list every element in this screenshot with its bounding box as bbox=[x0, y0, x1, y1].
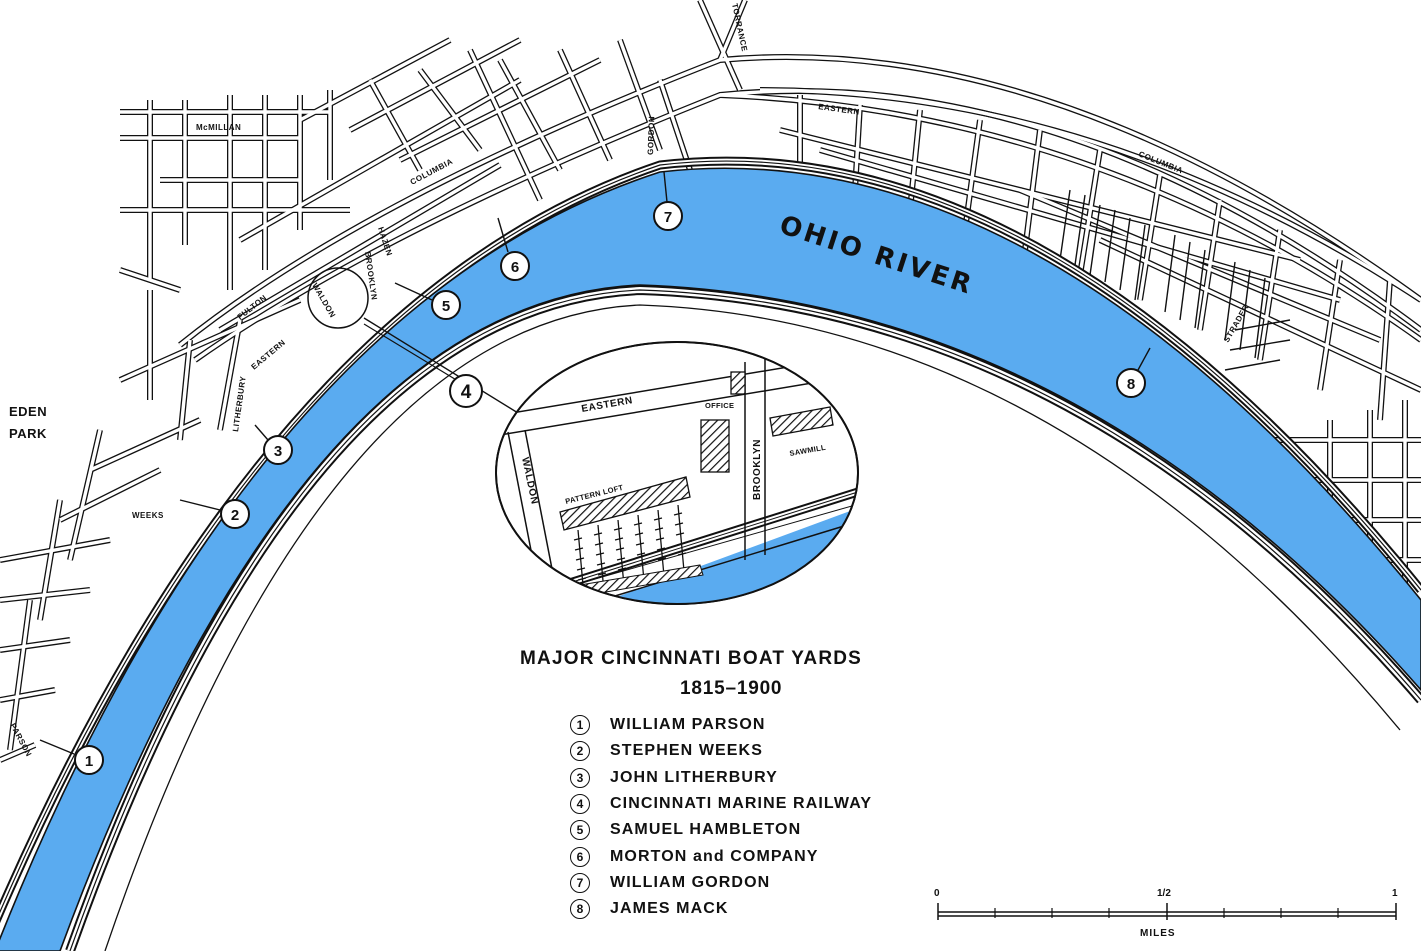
marker-3[interactable]: 3 bbox=[254, 424, 293, 465]
inset-building bbox=[700, 419, 730, 473]
marker-7[interactable]: 7 bbox=[653, 171, 683, 231]
street-label-gordon: GORDON bbox=[646, 116, 656, 155]
legend-name: SAMUEL HAMBLETON bbox=[610, 821, 802, 839]
street-label-brooklyn: BROOKLYN bbox=[363, 251, 379, 301]
inset-connector-line bbox=[363, 317, 519, 414]
legend-item: 7 WILLIAM GORDON bbox=[570, 870, 872, 896]
scale-label-one: 1 bbox=[1392, 888, 1398, 899]
legend-number: 3 bbox=[570, 767, 590, 788]
street-label-strader: STRADER bbox=[1222, 303, 1251, 344]
inset-map: EASTERN WALDON BROOKLYN OFFICE SAWMILL P… bbox=[495, 341, 859, 605]
legend-name: CINCINNATI MARINE RAILWAY bbox=[610, 795, 873, 813]
marker-1[interactable]: 1 bbox=[39, 739, 104, 775]
legend-item: 6 MORTON and COMPANY bbox=[570, 843, 872, 869]
marker-4[interactable]: 4 bbox=[449, 374, 483, 408]
legend-number: 6 bbox=[570, 846, 590, 867]
svg-text:8: 8 bbox=[1127, 376, 1135, 393]
legend-item: 3 JOHN LITHERBURY bbox=[570, 765, 872, 791]
inset-source-circle bbox=[307, 267, 369, 329]
inset-sawmill-building bbox=[769, 406, 834, 437]
marker-5[interactable]: 5 bbox=[394, 282, 461, 320]
svg-text:1: 1 bbox=[85, 753, 93, 770]
legend-number: 8 bbox=[570, 899, 590, 920]
svg-text:3: 3 bbox=[274, 443, 282, 460]
street-label-litherbury: LITHERBURY bbox=[231, 375, 248, 432]
inset-pattern-loft-building bbox=[559, 476, 691, 531]
legend-item: 1 WILLIAM PARSON bbox=[570, 712, 872, 738]
inset-office-building bbox=[730, 371, 746, 395]
legend-name: JOHN LITHERBURY bbox=[610, 768, 778, 786]
svg-text:4: 4 bbox=[461, 382, 472, 403]
marker-2[interactable]: 2 bbox=[179, 499, 250, 529]
ohio-river bbox=[0, 156, 1421, 951]
yard-markers: 1 2 3 4 5 6 7 bbox=[39, 171, 1151, 775]
marker-6[interactable]: 6 bbox=[497, 217, 530, 281]
svg-text:5: 5 bbox=[442, 298, 450, 315]
map-years: 1815–1900 bbox=[680, 678, 783, 699]
inset-label-brooklyn: BROOKLYN bbox=[752, 439, 763, 500]
legend-name: STEPHEN WEEKS bbox=[610, 742, 763, 760]
legend-name: WILLIAM GORDON bbox=[610, 873, 771, 891]
place-label-line1: EDEN bbox=[9, 404, 47, 419]
street-label-weeks: WEEKS bbox=[132, 511, 164, 520]
legend-item: 8 JAMES MACK bbox=[570, 896, 872, 922]
legend: 1 WILLIAM PARSON 2 STEPHEN WEEKS 3 JOHN LIT… bbox=[570, 712, 872, 922]
marker-8[interactable]: 8 bbox=[1116, 347, 1151, 398]
legend-item: 2 STEPHEN WEEKS bbox=[570, 738, 872, 764]
inset-label-office: OFFICE bbox=[705, 401, 734, 410]
scale-units: MILES bbox=[1140, 928, 1176, 939]
street-label-eastern-west: EASTERN bbox=[250, 338, 288, 372]
legend-number: 2 bbox=[570, 741, 590, 762]
legend-name: JAMES MACK bbox=[610, 900, 729, 918]
legend-number: 4 bbox=[570, 794, 590, 815]
place-label-line2: PARK bbox=[9, 426, 47, 441]
scale-label-zero: 0 bbox=[934, 888, 940, 899]
svg-text:2: 2 bbox=[231, 507, 239, 524]
legend-name: WILLIAM PARSON bbox=[610, 716, 766, 734]
street-label-mcmillan: McMILLAN bbox=[196, 123, 241, 132]
svg-text:7: 7 bbox=[664, 209, 672, 226]
street-grid bbox=[0, 0, 1421, 763]
legend-number: 7 bbox=[570, 872, 590, 893]
legend-item: 5 SAMUEL HAMBLETON bbox=[570, 817, 872, 843]
inset-railway-slips bbox=[573, 504, 687, 597]
map-title: MAJOR CINCINNATI BOAT YARDS bbox=[520, 648, 863, 669]
street-fills bbox=[0, 0, 1421, 760]
scale-label-half: 1/2 bbox=[1157, 888, 1171, 899]
svg-text:6: 6 bbox=[511, 259, 519, 276]
eastern-lot-lines bbox=[1059, 189, 1291, 371]
street-label-waldon: WALDON bbox=[310, 282, 337, 320]
legend-number: 5 bbox=[570, 820, 590, 841]
scale-bar-graphic bbox=[937, 903, 1397, 920]
legend-number: 1 bbox=[570, 715, 590, 736]
legend-name: MORTON and COMPANY bbox=[610, 847, 819, 865]
scale-bar: 0 1/2 1 MILES bbox=[930, 888, 1410, 943]
legend-item: 4 CINCINNATI MARINE RAILWAY bbox=[570, 791, 872, 817]
